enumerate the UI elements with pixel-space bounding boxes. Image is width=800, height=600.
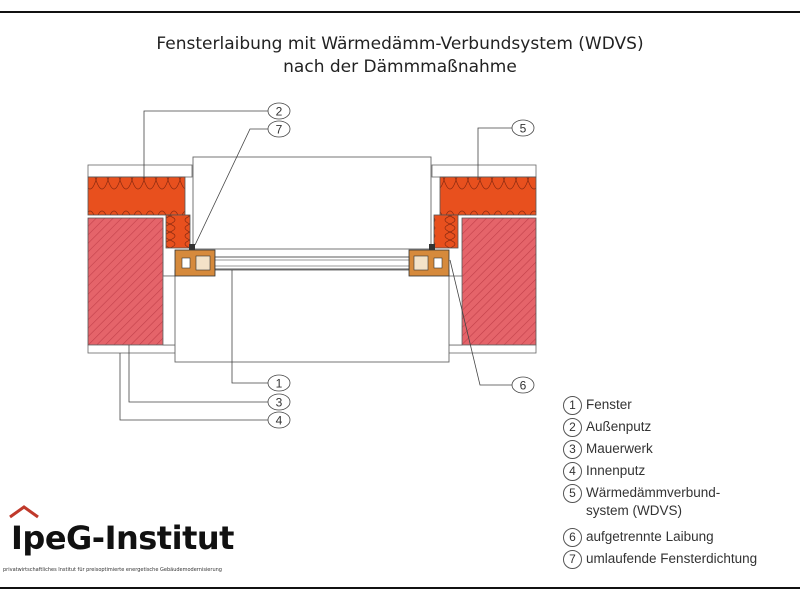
window-frame [174, 249, 450, 277]
legend-item-fensterdichtung: 7 umlaufende Fensterdichtung [563, 550, 757, 572]
legend-label: Mauerwerk [586, 441, 653, 456]
leader-lines [119, 110, 512, 421]
insulation-right [433, 176, 537, 249]
svg-text:7: 7 [276, 123, 283, 137]
svg-text:3: 3 [276, 396, 283, 410]
callout-4: 4 [267, 411, 291, 429]
callout-2: 2 [267, 102, 291, 120]
legend-number: 4 [563, 462, 582, 481]
legend-label: umlaufende Fensterdichtung [586, 551, 758, 566]
legend-number: 3 [563, 440, 582, 459]
masonry-right [461, 217, 537, 346]
logo-name-part1: IpeG [11, 519, 92, 557]
svg-text:5: 5 [520, 122, 527, 136]
legend-item-mauerwerk: 3 Mauerwerk [563, 440, 757, 462]
exterior-plaster [87, 164, 537, 178]
svg-text:6: 6 [520, 379, 527, 393]
callout-1: 1 [267, 374, 291, 392]
legend-label: Außenputz [586, 419, 652, 434]
legend-number: 1 [563, 396, 582, 415]
title-line-2: nach der Dämmmaßnahme [283, 57, 517, 77]
reveal-opening-inner [174, 269, 450, 363]
reveal-opening-outer [192, 156, 432, 250]
legend-number: 6 [563, 528, 582, 547]
legend-label: aufgetrennte Laibung [586, 529, 714, 544]
logo-wordmark: IpeG-Institut [11, 519, 234, 557]
diagram-title: Fensterlaibung mit Wärmedämm-Verbundsyst… [0, 33, 800, 79]
legend-item-aussenputz: 2 Außenputz [563, 418, 757, 440]
top-rule [0, 11, 800, 13]
masonry-left [87, 217, 164, 346]
svg-text:2: 2 [276, 105, 283, 119]
legend-item-fenster: 1 Fenster [563, 396, 757, 418]
legend-item-innenputz: 4 Innenputz [563, 462, 757, 484]
legend-item-wdvs: 5 Wärmedämmverbund- system (WDVS) [563, 484, 757, 528]
logo-subtitle: privatwirtschaftliches Institut für prei… [3, 567, 222, 573]
legend: 1 Fenster 2 Außenputz 3 Mauerwerk 4 Inne… [563, 396, 757, 572]
bottom-rule [0, 587, 800, 589]
callout-6: 6 [511, 376, 535, 394]
callout-7: 7 [267, 120, 291, 138]
window-glazing [214, 256, 410, 270]
svg-text:1: 1 [276, 377, 283, 391]
legend-number: 5 [563, 484, 582, 503]
callout-3: 3 [267, 393, 291, 411]
window-seal [189, 244, 435, 250]
roof-icon [9, 505, 39, 519]
legend-label: Fenster [586, 397, 632, 412]
callout-5: 5 [511, 119, 535, 137]
legend-number: 7 [563, 550, 582, 569]
title-line-1: Fensterlaibung mit Wärmedämm-Verbundsyst… [156, 34, 644, 54]
legend-label: Innenputz [586, 463, 646, 478]
legend-label: Wärmedämmverbund- system (WDVS) [586, 485, 721, 518]
insulation-left [87, 176, 191, 249]
logo-name-part2: -Institut [91, 519, 235, 557]
svg-text:4: 4 [276, 414, 283, 428]
legend-item-laibung: 6 aufgetrennte Laibung [563, 528, 757, 550]
legend-number: 2 [563, 418, 582, 437]
